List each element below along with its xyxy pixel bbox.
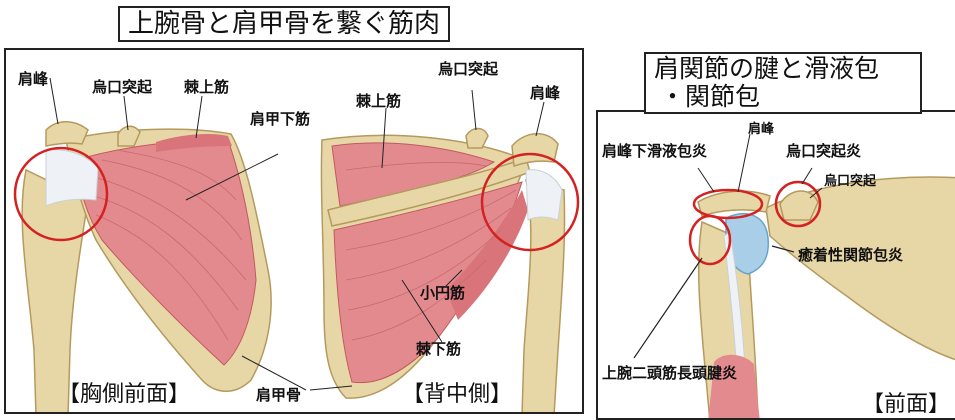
- right-caption: 【前面】: [862, 386, 950, 418]
- right-coracoid: [780, 191, 818, 220]
- right-acromion: [698, 191, 770, 216]
- left-title: 上腕骨と肩甲骨を繋ぐ筋肉: [118, 6, 450, 42]
- front-label-acromion: 肩峰: [18, 68, 48, 89]
- right-title-line2: ・関節包: [654, 83, 912, 111]
- right-title: 肩関節の腱と滑液包 ・関節包: [644, 52, 922, 114]
- left-panel: 肩峰 烏口突起 棘上筋 肩甲下筋 【胸側前面】 烏口突起 棘上筋 肩峰 小円筋 …: [4, 48, 584, 414]
- right-title-line1: 肩関節の腱と滑液包: [654, 55, 912, 83]
- back-view: [242, 90, 578, 414]
- back-label-supraspinatus: 棘上筋: [356, 90, 401, 111]
- front-label-subscapularis: 肩甲下筋: [250, 108, 310, 129]
- front-label-supraspinatus: 棘上筋: [184, 76, 229, 97]
- front-label-coracoid: 烏口突起: [92, 76, 152, 97]
- right-label-coracoid: 烏口突起: [824, 170, 876, 189]
- right-label-coracoiditis: 烏口突起炎: [786, 140, 861, 161]
- back-tendon: [526, 170, 562, 220]
- back-acromion: [512, 134, 558, 166]
- right-label-acromion: 肩峰: [748, 118, 774, 137]
- back-label-teres-minor: 小円筋: [420, 282, 465, 303]
- shoulder-muscles-illustration: [6, 50, 584, 414]
- right-label-biceps-tendinitis: 上腕二頭筋長頭腱炎: [602, 362, 737, 383]
- scapula-label: 肩甲骨: [256, 384, 301, 405]
- right-label-subacromial-bursitis: 肩峰下滑液包炎: [602, 140, 707, 161]
- back-label-coracoid: 烏口突起: [438, 58, 498, 79]
- right-panel: 肩峰 肩峰下滑液包炎 烏口突起炎 烏口突起 癒着性関節包炎 上腕二頭筋長頭腱炎 …: [596, 110, 955, 420]
- back-label-infraspinatus: 棘下筋: [416, 338, 461, 359]
- right-label-adhesive-capsulitis: 癒着性関節包炎: [798, 244, 903, 265]
- back-label-acromion: 肩峰: [530, 82, 560, 103]
- back-caption: 【背中側】: [402, 376, 512, 408]
- back-coracoid: [466, 129, 488, 149]
- front-caption: 【胸側前面】: [58, 376, 190, 408]
- front-view: [15, 78, 278, 414]
- front-acromion: [46, 122, 88, 146]
